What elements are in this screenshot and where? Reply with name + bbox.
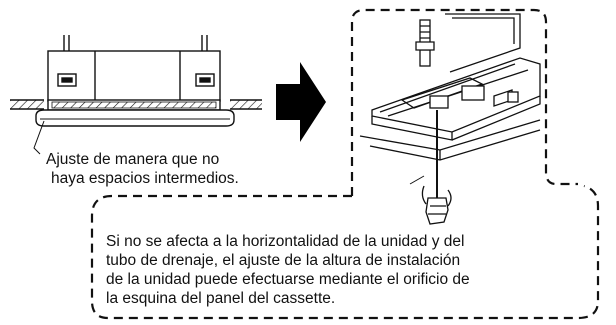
panel-corner-detail bbox=[359, 13, 541, 225]
gap-note-line-1: Ajuste de manera que no bbox=[46, 151, 220, 168]
note-callout-border bbox=[90, 184, 600, 320]
gap-adjustment-note: Ajuste de manera que no haya espacios in… bbox=[46, 150, 296, 188]
direction-arrow bbox=[276, 62, 326, 142]
height-note-line-3: de la unidad puede efectuarse mediante e… bbox=[106, 271, 470, 288]
ceiling-left-hatch bbox=[10, 100, 44, 109]
gap-note-line-2: haya espacios intermedios. bbox=[51, 170, 239, 187]
height-note-line-2: tubo de drenaje, el ajuste de la altura … bbox=[106, 252, 461, 269]
decorative-panel bbox=[35, 109, 235, 127]
unit-side-view bbox=[10, 35, 262, 155]
height-note-line-4: la esquina del panel del cassette. bbox=[106, 290, 336, 307]
ceiling-right-hatch bbox=[230, 100, 262, 109]
height-note-line-1: Si no se afecta a la horizontalidad de l… bbox=[106, 233, 465, 250]
hand bbox=[425, 197, 449, 225]
detail-callout-border bbox=[350, 8, 578, 196]
height-adjustment-note: Si no se afecta a la horizontalidad de l… bbox=[106, 232, 586, 308]
